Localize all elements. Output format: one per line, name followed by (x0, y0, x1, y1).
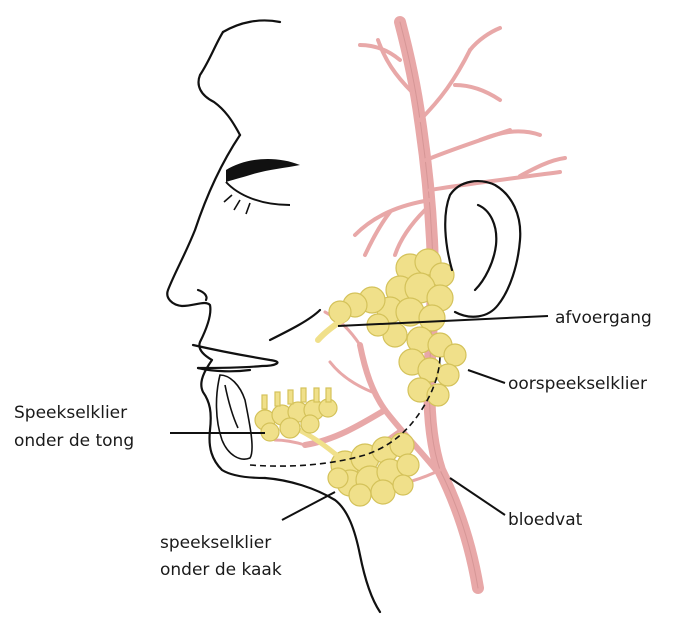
parotid-gland (329, 249, 466, 406)
label-bloedvat: bloedvat (508, 510, 583, 530)
submandibular-gland (328, 433, 419, 506)
label-afvoergang: afvoergang (555, 308, 652, 328)
label-speekselklier-kaak-1: speekselklier (160, 533, 271, 553)
label-speekselklier-tong-2: onder de tong (14, 431, 134, 451)
mandible-outline (216, 375, 252, 459)
eye (224, 159, 300, 214)
leader-oorspeekselklier (468, 370, 505, 383)
label-oorspeekselklier: oorspeekselklier (508, 374, 647, 394)
sublingual-gland (255, 388, 337, 441)
leader-kaak (282, 492, 335, 520)
parotid-duct (318, 318, 345, 340)
label-speekselklier-tong-1: Speekselklier (14, 403, 127, 423)
ear (445, 181, 520, 317)
label-speekselklier-kaak-2: onder de kaak (160, 560, 282, 580)
